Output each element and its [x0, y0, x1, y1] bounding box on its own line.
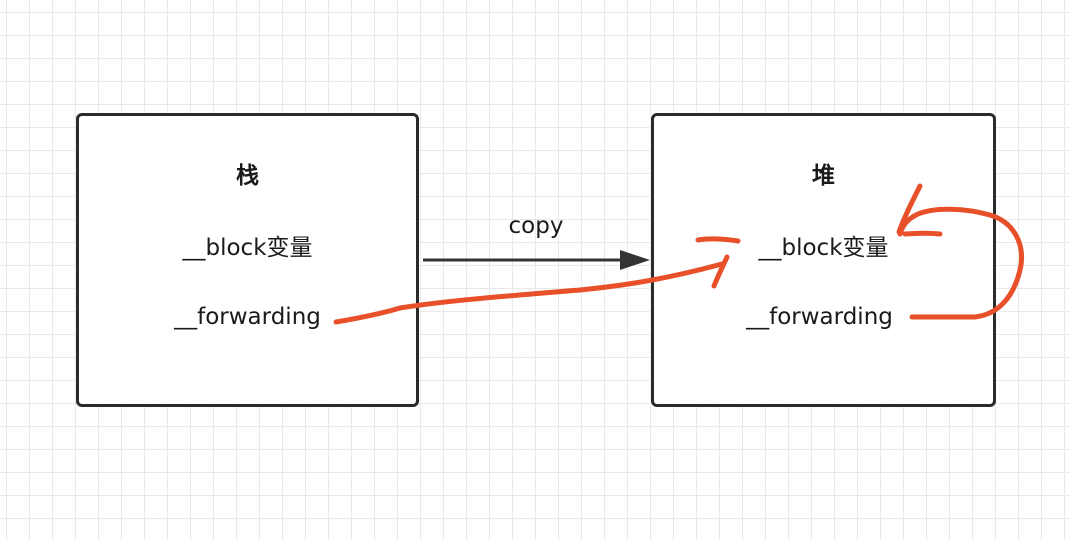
heap-title: 堆 [812, 163, 835, 189]
heap-forwarding: __forwarding [746, 304, 893, 330]
stack-block-variable: __block变量 [182, 235, 313, 261]
copy-arrow [423, 250, 650, 270]
stack-box: 栈 __block变量 __forwarding [76, 113, 419, 407]
copy-arrow-label: copy [508, 213, 564, 239]
stack-forwarding: __forwarding [174, 304, 321, 330]
heap-block-variable: __block变量 [758, 235, 889, 261]
stack-title: 栈 [236, 163, 259, 189]
copy-arrow-head [620, 250, 650, 270]
heap-box: 堆 __block变量 __forwarding [651, 113, 996, 407]
